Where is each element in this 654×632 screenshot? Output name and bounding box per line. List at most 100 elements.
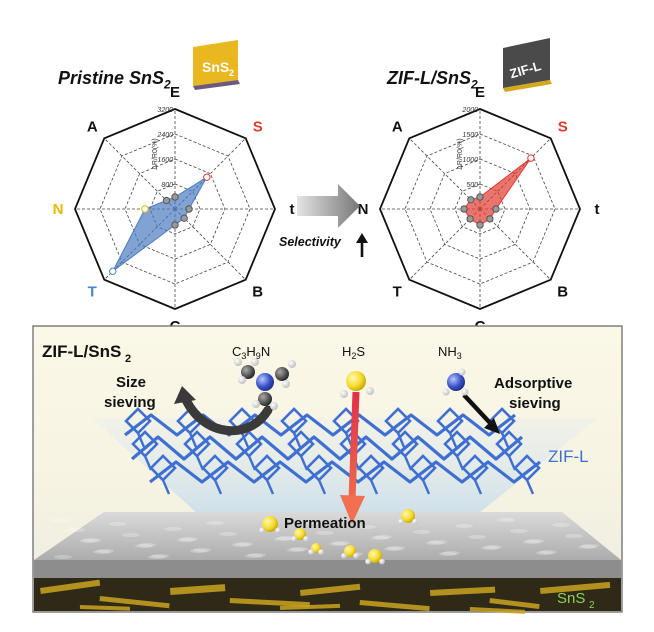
h2s-permeated-hydrogen: [365, 558, 371, 565]
sns2-flake: [229, 598, 310, 608]
radar-spoke: [104, 138, 176, 210]
tick-label: 500: [466, 182, 478, 189]
data-point-A: [162, 196, 171, 205]
framework-chain: [149, 460, 541, 484]
adsorptive-sieving-arrow: [462, 393, 500, 434]
framework-cell: [495, 430, 523, 458]
zif-l-label: ZIF-L: [548, 447, 589, 466]
data-point-N: [141, 205, 149, 213]
framework-linker: [473, 479, 483, 495]
nh3-hydrogen: [461, 388, 469, 396]
left-title-text: Pristine SnS: [58, 68, 165, 88]
framework-cell: [287, 430, 315, 458]
framework-linker: [161, 479, 171, 495]
framework-cell: [235, 430, 263, 458]
data-point-T: [109, 267, 117, 275]
h2s-permeated-hydrogen: [341, 553, 347, 559]
radar-ring: [99, 133, 251, 285]
sns2-flake: [540, 581, 611, 594]
h2s-permeated-hydrogen: [303, 536, 309, 542]
tick-label: 1000: [462, 157, 478, 164]
h2s-hydrogen: [366, 387, 374, 395]
nh3-hydrogen: [458, 368, 466, 376]
framework-linker: [292, 432, 302, 448]
framework-cell: [513, 454, 541, 482]
h2s-permeated-hydrogen: [275, 527, 281, 534]
c3h9n-carbon: [275, 367, 289, 381]
left-title-sub: 2: [164, 77, 171, 92]
framework-cell: [253, 454, 281, 482]
framework-linker: [136, 432, 146, 448]
h2s-sulfur: [346, 371, 366, 391]
axis-label-S: S: [558, 118, 568, 135]
data-point-B: [180, 214, 188, 222]
framework-linker: [188, 432, 198, 448]
c3h9n-label: C3H9N: [232, 344, 270, 361]
axis-label-B: B: [252, 284, 263, 301]
h2s-permeated-sulfur: [262, 516, 278, 532]
tick-label: 1500: [462, 132, 478, 139]
h2s-label: H2S: [342, 344, 365, 361]
framework-cell: [409, 454, 437, 482]
c3h9n-hydrogen: [251, 358, 259, 366]
right-title-sub: 2: [471, 77, 478, 92]
axis-label-E: E: [170, 84, 180, 101]
sns2-badge-text: SnS: [202, 59, 229, 75]
sns2-flake: [79, 605, 130, 611]
arrow-up-icon: [356, 233, 368, 257]
nh3-nitrogen: [447, 373, 465, 391]
c3h9n-hydrogen: [282, 380, 290, 388]
h2s-permeated-hydrogen: [379, 558, 385, 565]
c3h9n-carbon: [241, 365, 255, 379]
axis-label-N: N: [53, 201, 64, 218]
zif-l-badge: ZIF-L: [503, 38, 552, 92]
right-title-text: ZIF-L/SnS: [387, 68, 471, 88]
framework-cell: [391, 430, 419, 458]
framework-linker: [500, 432, 510, 448]
axis-title: ΔR/R0(%): [152, 138, 159, 170]
framework-linker: [265, 479, 275, 495]
framework-linker: [525, 479, 535, 495]
framework-linker: [396, 432, 406, 448]
framework-linker: [421, 479, 431, 495]
sns2-flake: [469, 607, 525, 614]
h2s-hydrogen: [340, 390, 348, 398]
permeation-arrow: [340, 391, 365, 524]
tick-label: 1600: [157, 157, 173, 164]
data-point-C: [171, 221, 179, 229]
adsorptive-label-2: sieving: [509, 395, 561, 412]
h2s-permeated-sulfur: [401, 509, 415, 523]
framework-chain: [124, 413, 516, 437]
left-chart-title: Pristine SnS2: [58, 68, 171, 92]
data-point-E: [171, 193, 179, 201]
bottom-panel-title: ZIF-L/SnS: [42, 342, 121, 361]
sns2-flake: [39, 579, 101, 594]
h2s-permeated-hydrogen: [308, 549, 314, 555]
sns2-badge: SnS 2: [193, 40, 240, 90]
selectivity-arrow: [297, 184, 360, 228]
size-sieving-arrow: [174, 386, 273, 436]
data-point-t: [492, 205, 500, 213]
axis-label-A: A: [392, 118, 403, 135]
sns2-flake: [300, 583, 361, 596]
sns2-flake: [489, 598, 540, 610]
framework-cell: [384, 407, 412, 435]
adsorptive-label-1: Adsorptive: [494, 375, 572, 392]
h2s-permeated-hydrogen: [291, 536, 297, 542]
framework-linker: [240, 432, 250, 448]
h2s-permeated-sulfur: [294, 528, 306, 540]
framework-cell: [443, 430, 471, 458]
framework-cell: [461, 454, 489, 482]
c3h9n-nitrogen: [256, 373, 274, 391]
axis-title: ΔR/R0(%): [457, 138, 464, 170]
sns2-label: SnS: [557, 590, 585, 607]
data-point-t: [185, 205, 193, 213]
tick-label: 2400: [156, 132, 173, 139]
sns2-flake: [280, 603, 341, 610]
bottom-panel: [32, 325, 623, 614]
nh3-hydrogen: [442, 388, 450, 396]
axis-label-N: N: [358, 201, 369, 218]
data-point-S: [527, 154, 535, 162]
data-point-A: [467, 196, 475, 204]
